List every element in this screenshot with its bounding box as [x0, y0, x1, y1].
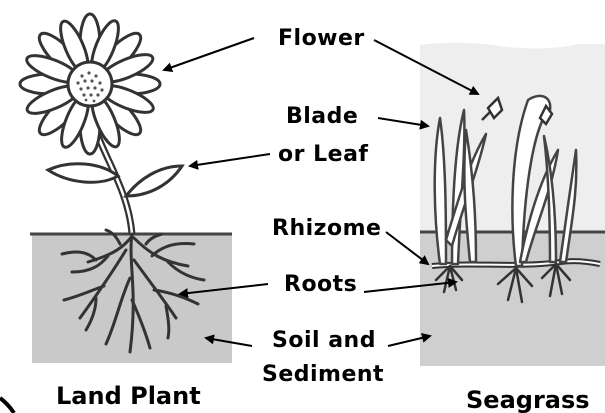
seagrass	[420, 43, 605, 366]
corner-mark	[0, 398, 14, 413]
arrow-flower-land	[164, 38, 254, 70]
land-plant	[20, 14, 232, 363]
label-blade: Blade	[286, 106, 358, 128]
land-leaf-left	[48, 164, 118, 183]
label-or-leaf: or Leaf	[278, 144, 368, 166]
label-soil-and: Soil and	[272, 330, 376, 352]
sea-sediment-block	[420, 232, 605, 366]
land-leaf-right	[126, 166, 182, 196]
label-rhizome: Rhizome	[272, 218, 381, 240]
label-roots: Roots	[284, 274, 357, 296]
arrow-leaf-land	[190, 154, 270, 166]
label-flower: Flower	[278, 28, 365, 50]
label-sediment: Sediment	[262, 364, 384, 386]
land-flower	[20, 14, 160, 154]
caption-seagrass: Seagrass	[466, 388, 590, 412]
caption-land-plant: Land Plant	[56, 384, 201, 408]
